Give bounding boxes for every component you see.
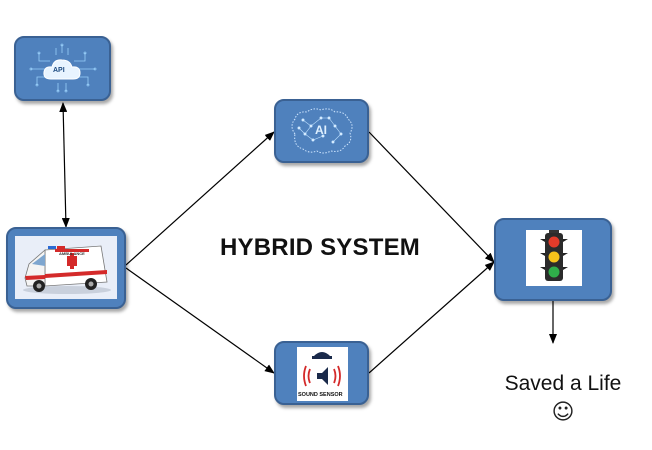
edge-ambulance-sound — [125, 267, 275, 374]
outcome-label: Saved a Life — [504, 372, 622, 395]
ambulance-image: AMBULANCE — [15, 236, 117, 299]
api-label: API — [53, 67, 65, 74]
sound-sensor-node: SOUND SENSOR — [274, 341, 369, 405]
api-image: API — [21, 43, 104, 94]
sound-sensor-label: SOUND SENSOR — [298, 392, 343, 398]
smiley-icon: ☺ — [551, 400, 575, 425]
diagram-title: HYBRID SYSTEM — [220, 234, 420, 261]
ai-node: AI — [274, 99, 369, 163]
edge-api-ambulance — [59, 102, 70, 228]
speaker-siren-icon — [303, 352, 341, 387]
api-node: API — [14, 36, 111, 101]
ambulance-node: AMBULANCE — [6, 227, 126, 309]
edge-ambulance-ai — [125, 131, 275, 266]
sound-sensor-image: SOUND SENSOR — [297, 347, 348, 401]
edge-ai-traffic — [368, 131, 495, 263]
ai-image: AI — [281, 106, 362, 156]
traffic-light-node — [494, 218, 612, 301]
cloud-circuit-icon — [29, 43, 97, 93]
ambulance-icon — [23, 245, 111, 294]
brain-network-icon — [291, 108, 353, 154]
ambulance-label: AMBULANCE — [59, 251, 85, 256]
ai-label: AI — [315, 123, 327, 137]
traffic-light-image — [526, 230, 582, 286]
edge-sound-traffic — [368, 261, 495, 374]
traffic-light-icon — [540, 230, 568, 281]
